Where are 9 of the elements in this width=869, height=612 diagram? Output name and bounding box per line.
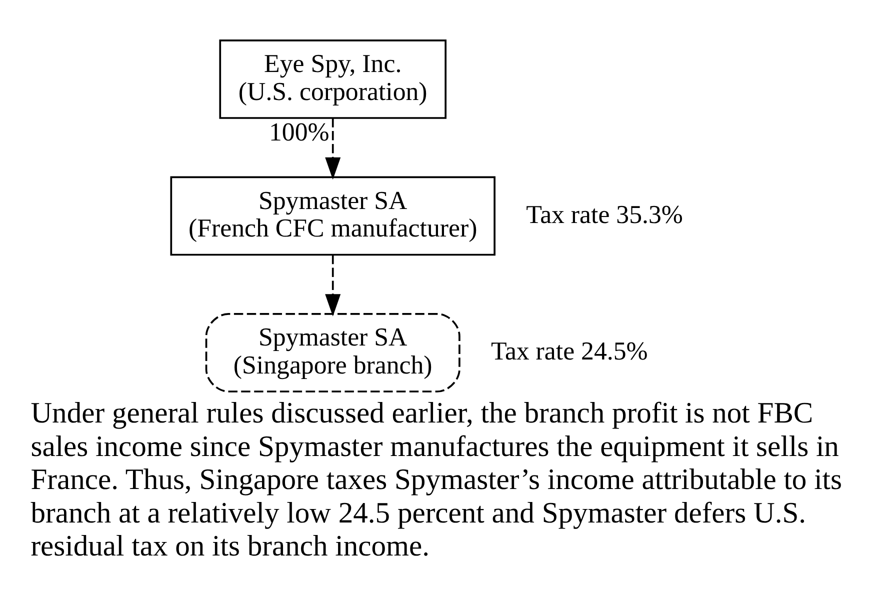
node-box: Spymaster SA (Singapore branch) (205, 312, 460, 392)
node-label: Tax rate 35.3% (526, 199, 683, 228)
arrow (325, 118, 341, 180)
arrow (325, 254, 341, 316)
node-box: Eye Spy, Inc. (U.S. corporation) (219, 38, 447, 118)
node-box: Spymaster SA (French CFC manufacturer) (170, 176, 496, 256)
caption: Under general rules discussed earlier, the branch profit is not FBC sales income since Spymaster manufactures the equipment it sells in France. Thus, Singapore taxes Spymaster’s income attributable to its branch at a relatively low 24.5 percent and Spymaster defers U.S. residual tax on its branch income. (30, 397, 842, 562)
edge-label: 100% (268, 116, 330, 146)
node-label: Tax rate 24.5% (490, 336, 648, 366)
